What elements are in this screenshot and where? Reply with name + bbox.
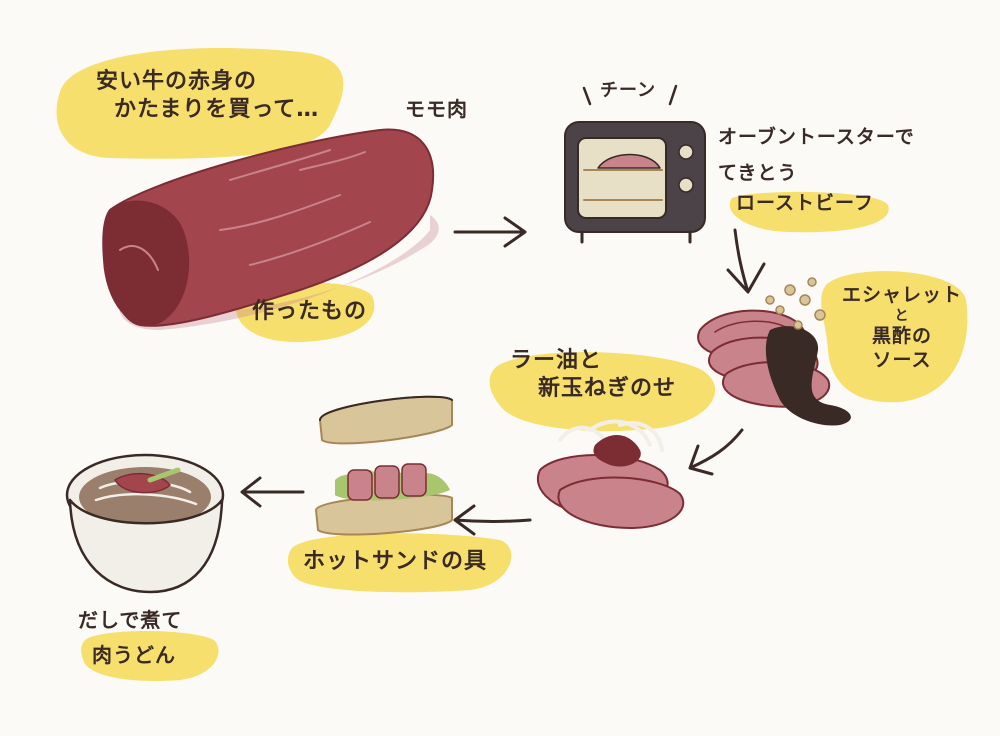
meat-block-icon (102, 128, 439, 330)
intro-line-1: 安い牛の赤身の (96, 69, 258, 94)
intro-line-2: かたまりを買って… (114, 96, 320, 122)
shallot-topping-icon (765, 277, 826, 330)
flow-arrows (240, 216, 766, 536)
sauce-line-3: 黒酢の (872, 325, 933, 348)
cut-label: モモ肉 (405, 97, 468, 121)
sauce-highlight (821, 271, 968, 403)
udon-bowl-icon (65, 453, 225, 594)
udon-line-1: だしで煮て (78, 608, 183, 632)
udon-line-2: 肉うどん (92, 643, 176, 667)
udon-highlight (81, 631, 219, 682)
rayu-line-1: ラー油と (510, 348, 603, 373)
intro-highlight (56, 47, 344, 159)
rayu-line-2: 新玉ねぎのせ (538, 375, 677, 401)
sauce-line-1: エシャレット (842, 284, 963, 306)
toaster-line-2: てきとう (718, 161, 798, 184)
toaster-label: オーブントースターで てきとう ローストビーフ (718, 126, 915, 215)
sauce-label: エシャレット と 黒酢の ソース (842, 284, 962, 373)
sliced-beef-icon (697, 277, 851, 426)
ding-label: チーン (600, 80, 657, 101)
label-highlights (56, 47, 968, 682)
toaster-oven-icon (564, 84, 706, 244)
made-label: 作ったもの (252, 299, 368, 324)
roast-highlight (729, 191, 889, 233)
flow-arrow-icon (726, 228, 766, 294)
udon-label: だしで煮て 肉うどん (78, 608, 182, 668)
toaster-line-3: ローストビーフ (736, 191, 874, 214)
onion-topping-icon (537, 419, 685, 529)
flow-arrow-icon (453, 216, 527, 248)
rayu-label: ラー油と 新玉ねぎのせ (510, 347, 676, 402)
hot-sandwich-icon (315, 395, 453, 536)
sandwich-label: ホットサンドの具 (303, 549, 488, 574)
sauce-line-2: と (894, 307, 910, 324)
flow-arrow-icon (453, 504, 532, 536)
sandwich-highlight (287, 533, 512, 593)
sauce-line-4: ソース (872, 349, 932, 371)
toaster-line-1: オーブントースターで (718, 126, 915, 148)
intro-label: 安い牛の赤身の かたまりを買って… (96, 68, 319, 123)
flow-arrow-icon (688, 428, 744, 476)
flow-arrow-icon (240, 476, 305, 508)
rayu-highlight (489, 352, 716, 432)
